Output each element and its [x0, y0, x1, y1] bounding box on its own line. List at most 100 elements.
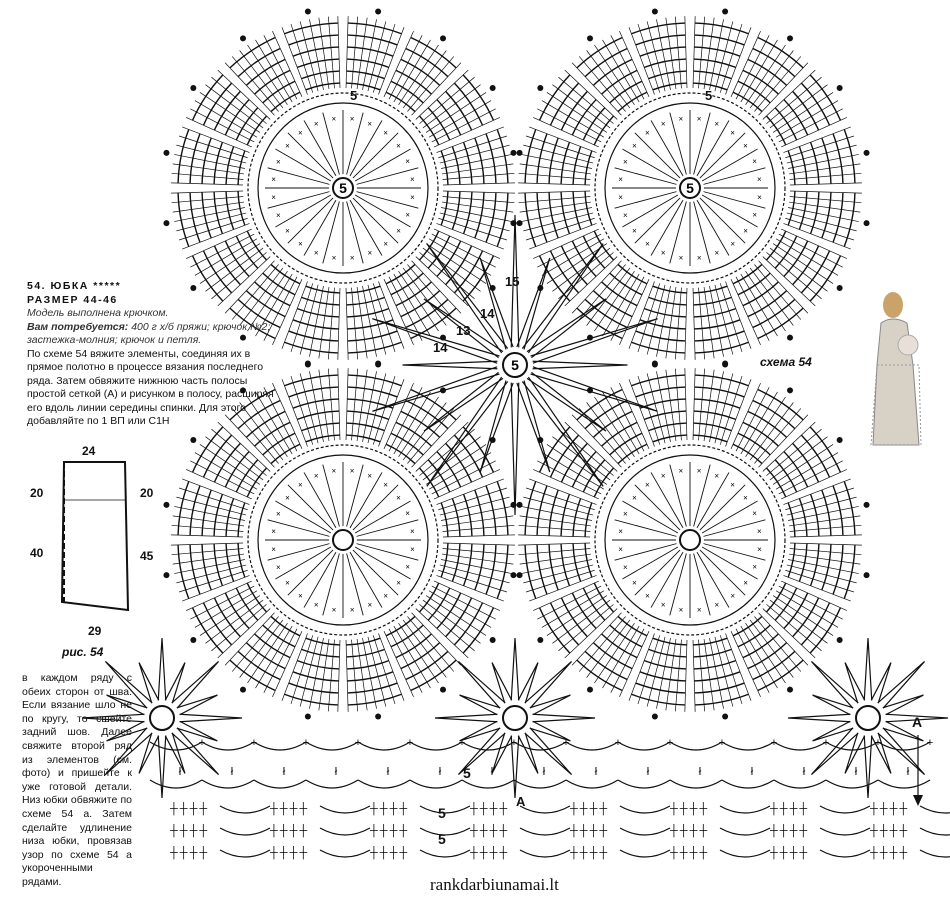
svg-text:×: ×	[285, 579, 290, 588]
svg-text:┼┼┼┼: ┼┼┼┼	[869, 845, 909, 860]
band-label-5: 5	[463, 765, 471, 781]
svg-text:×: ×	[715, 601, 720, 610]
row-label-5-right: 5	[705, 88, 713, 103]
svg-text:×: ×	[350, 253, 355, 262]
svg-text:×: ×	[678, 115, 683, 124]
svg-text:×: ×	[714, 119, 719, 128]
svg-text:×: ×	[271, 545, 276, 554]
svg-text:ł: ł	[387, 766, 390, 778]
svg-text:×: ×	[730, 480, 735, 489]
svg-text:×: ×	[679, 605, 684, 614]
svg-text:×: ×	[276, 509, 281, 518]
svg-text:×: ×	[743, 579, 748, 588]
svg-text:┼┼┼┼: ┼┼┼┼	[469, 823, 509, 838]
svg-text:×: ×	[743, 493, 748, 502]
svg-text:┼┼┼┼: ┼┼┼┼	[769, 823, 809, 838]
svg-text:×: ×	[314, 471, 319, 480]
svg-text:×: ×	[271, 175, 276, 184]
svg-text:+: +	[511, 737, 517, 749]
instructions-continued: в каждом ряду с обеих сторон от шва. Есл…	[22, 672, 132, 888]
svg-text:┼┼┼┼: ┼┼┼┼	[669, 801, 709, 816]
svg-text:×: ×	[632, 227, 637, 236]
dim-left-top: 20	[30, 486, 44, 500]
svg-text:┼┼┼┼: ┼┼┼┼	[769, 845, 809, 860]
watermark: rankdarbiunamai.lt	[430, 875, 559, 894]
svg-text:┼┼┼┼: ┼┼┼┼	[669, 845, 709, 860]
svg-text:×: ×	[645, 592, 650, 601]
svg-text:+: +	[459, 737, 465, 749]
svg-text:×: ×	[661, 471, 666, 480]
motif-bottom-right: ××××××××××××××××××××××××	[510, 360, 870, 720]
svg-text:×: ×	[383, 128, 388, 137]
row-label-14b: 14	[433, 340, 448, 355]
svg-text:×: ×	[298, 240, 303, 249]
pattern-title: 54. ЮБКА *****	[27, 280, 122, 292]
svg-text:×: ×	[396, 141, 401, 150]
svg-text:×: ×	[410, 175, 415, 184]
skirt-schematic	[60, 461, 130, 612]
svg-text:×: ×	[332, 605, 337, 614]
svg-text:┼┼┼┼: ┼┼┼┼	[869, 823, 909, 838]
svg-text:+: +	[303, 737, 309, 749]
svg-text:ł: ł	[647, 766, 650, 778]
svg-text:┼┼┼┼: ┼┼┼┼	[669, 823, 709, 838]
svg-text:┼┼┼┼: ┼┼┼┼	[169, 801, 209, 816]
svg-text:+: +	[251, 737, 257, 749]
svg-text:×: ×	[367, 471, 372, 480]
svg-text:┼┼┼┼: ┼┼┼┼	[469, 845, 509, 860]
svg-text:×: ×	[632, 493, 637, 502]
svg-text:×: ×	[383, 239, 388, 248]
svg-text:×: ×	[697, 605, 702, 614]
motif-top-right: 5××××××××××××××××××××××××	[510, 8, 870, 368]
svg-text:×: ×	[623, 563, 628, 572]
svg-text:×: ×	[383, 480, 388, 489]
svg-text:×: ×	[410, 545, 415, 554]
svg-text:×: ×	[383, 591, 388, 600]
motif-bottom-left: ××××××××××××××××××××××××	[163, 360, 523, 720]
band-label-a: A	[516, 794, 526, 809]
dim-bottom: 29	[88, 624, 102, 638]
row-label-14: 14	[480, 306, 495, 321]
svg-text:×: ×	[730, 239, 735, 248]
svg-text:×: ×	[298, 592, 303, 601]
band-label-5b: 5	[438, 805, 446, 821]
arrow-head-icon	[913, 795, 923, 806]
svg-text:×: ×	[752, 563, 757, 572]
band-label-5c: 5	[438, 831, 446, 847]
svg-text:×: ×	[757, 175, 762, 184]
svg-text:×: ×	[405, 157, 410, 166]
svg-text:×: ×	[623, 509, 628, 518]
svg-text:×: ×	[396, 579, 401, 588]
svg-text:×: ×	[618, 175, 623, 184]
svg-text:ł: ł	[439, 766, 442, 778]
svg-text:×: ×	[752, 157, 757, 166]
svg-text:×: ×	[714, 471, 719, 480]
svg-text:×: ×	[410, 193, 415, 202]
svg-text:×: ×	[743, 141, 748, 150]
svg-text:+: +	[355, 737, 361, 749]
svg-text:×: ×	[618, 193, 623, 202]
svg-text:┼┼┼┼: ┼┼┼┼	[269, 823, 309, 838]
svg-text:5: 5	[339, 180, 347, 196]
dim-right-top: 20	[140, 486, 154, 500]
instructions-text: По схеме 54 вяжите элементы, соединяя их…	[27, 347, 274, 428]
svg-text:×: ×	[405, 211, 410, 220]
figure-caption: рис. 54	[62, 645, 104, 659]
pattern-size: РАЗМЕР 44-46	[27, 293, 118, 306]
materials-label: Вам потребуется:	[27, 320, 129, 333]
svg-text:×: ×	[661, 119, 666, 128]
row-label-5-left: 5	[350, 88, 358, 103]
svg-text:×: ×	[645, 240, 650, 249]
svg-text:+: +	[199, 737, 205, 749]
svg-text:×: ×	[367, 119, 372, 128]
svg-text:ł: ł	[699, 766, 702, 778]
svg-text:ł: ł	[491, 766, 494, 778]
model-photo	[853, 285, 945, 450]
star-motif-bottom-3	[787, 637, 949, 799]
svg-text:×: ×	[752, 211, 757, 220]
svg-text:+: +	[823, 737, 829, 749]
svg-text:ł: ł	[595, 766, 598, 778]
svg-text:┼┼┼┼: ┼┼┼┼	[269, 845, 309, 860]
svg-text:×: ×	[298, 129, 303, 138]
